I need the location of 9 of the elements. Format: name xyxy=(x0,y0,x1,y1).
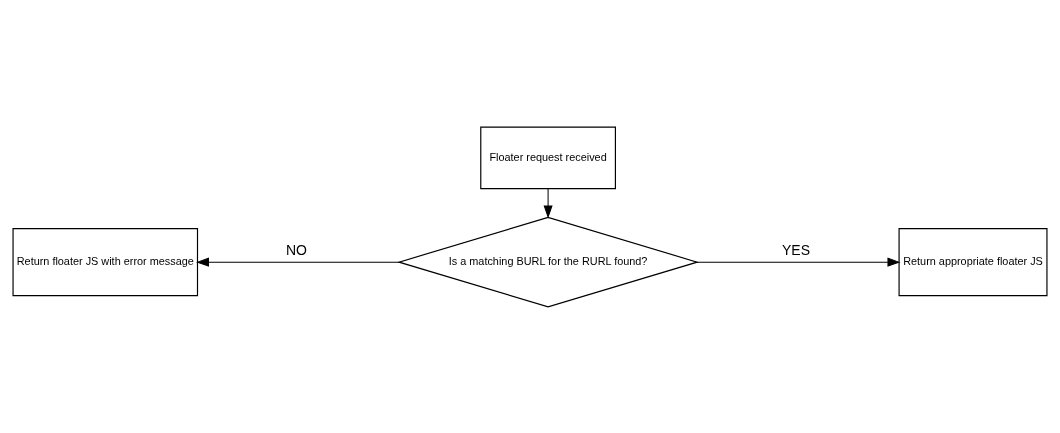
arrow xyxy=(696,257,901,267)
edge-label: YES xyxy=(782,241,811,258)
arrow xyxy=(543,187,553,219)
node-diamond: Is a matching BURL for the RURL found? xyxy=(397,216,700,307)
node-box: Floater request received xyxy=(480,126,616,189)
edge-label: NO xyxy=(285,241,307,258)
node-box: Return appropriate floater JS xyxy=(898,227,1048,296)
arrow xyxy=(196,257,400,267)
node-box: Return floater JS with error message xyxy=(12,227,199,296)
